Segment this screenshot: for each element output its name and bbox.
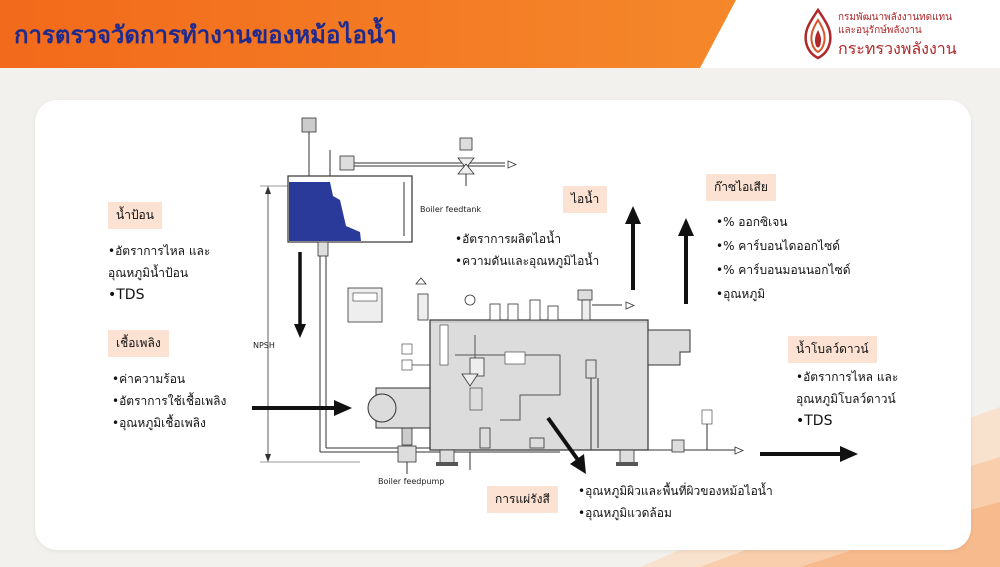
blowdown-line1: •อัตราการไหล และ — [796, 370, 899, 384]
npsh-label: NPSH — [253, 341, 275, 350]
blowdown-details: •อัตราการไหล และ อุณหภูมิโบลว์ดาวน์ •TDS — [796, 366, 898, 432]
feedwater-details: •อัตราการไหล และ อุณหภูมิน้ำป้อน •TDS — [108, 240, 210, 306]
feedwater-line3: •TDS — [108, 287, 145, 303]
fuel-line3: •อุณหภูมิเชื้อเพลิง — [112, 416, 206, 430]
logo-text-line1: กรมพัฒนาพลังงานทดแทน — [838, 12, 952, 23]
steam-line2: •ความดันและอุณหภูมิไอน้ำ — [455, 254, 600, 268]
fluegas-label: ก๊าซไอเสีย — [706, 174, 776, 201]
blowdown-line3: •TDS — [796, 413, 833, 429]
feedwater-line1: •อัตราการไหล และ — [108, 244, 211, 258]
fuel-label: เชื้อเพลิง — [108, 330, 169, 357]
blowdown-line2: อุณหภูมิโบลว์ดาวน์ — [796, 392, 896, 406]
steam-line1: •อัตราการผลิตไอน้ำ — [455, 232, 562, 246]
logo-text-line2: และอนุรักษ์พลังงาน — [838, 25, 922, 36]
steam-label: ไอน้ำ — [563, 186, 608, 213]
blowdown-label: น้ำโบลว์ดาวน์ — [788, 336, 877, 363]
header: การตรวจวัดการทำงานของหม้อไอน้ำ กรมพัฒนาพ… — [0, 0, 1000, 70]
feedpump-label: Boiler feedpump — [378, 477, 444, 486]
logo-text-line3: กระทรวงพลังงาน — [838, 39, 957, 58]
radiation-details: •อุณหภูมิผิวและพื้นที่ผิวของหม้อไอน้ำ •อ… — [578, 480, 773, 524]
fuel-line1: •ค่าความร้อน — [112, 372, 186, 386]
flame-logo-icon — [804, 7, 832, 60]
fluegas-line4: •อุณหภูมิ — [716, 287, 766, 301]
feedtank-label: Boiler feedtank — [420, 205, 481, 214]
ministry-logo: กรมพัฒนาพลังงานทดแทน และอนุรักษ์พลังงาน … — [800, 7, 995, 63]
header-logo-area — [700, 0, 1000, 68]
radiation-line1: •อุณหภูมิผิวและพื้นที่ผิวของหม้อไอน้ำ — [578, 484, 773, 498]
page-title: การตรวจวัดการทำงานของหม้อไอน้ำ — [14, 21, 397, 49]
feedwater-line2: อุณหภูมิน้ำป้อน — [108, 266, 189, 280]
fuel-details: •ค่าความร้อน •อัตราการใช้เชื้อเพลิง •อุณ… — [112, 368, 226, 434]
fluegas-line1: •% ออกซิเจน — [716, 215, 788, 229]
feedwater-label: น้ำป้อน — [108, 202, 162, 229]
fluegas-details: •% ออกซิเจน •% คาร์บอนไดออกไซด์ •% คาร์บ… — [716, 210, 851, 306]
fluegas-line2: •% คาร์บอนไดออกไซด์ — [716, 239, 841, 253]
radiation-line2: •อุณหภูมิแวดล้อม — [578, 506, 672, 520]
header-banner — [0, 0, 790, 68]
radiation-label: การแผ่รังสี — [487, 486, 558, 513]
steam-details: •อัตราการผลิตไอน้ำ •ความดันและอุณหภูมิไอ… — [455, 228, 599, 272]
fuel-line2: •อัตราการใช้เชื้อเพลิง — [112, 394, 227, 408]
fluegas-line3: •% คาร์บอนมอนนอกไซด์ — [716, 263, 851, 277]
